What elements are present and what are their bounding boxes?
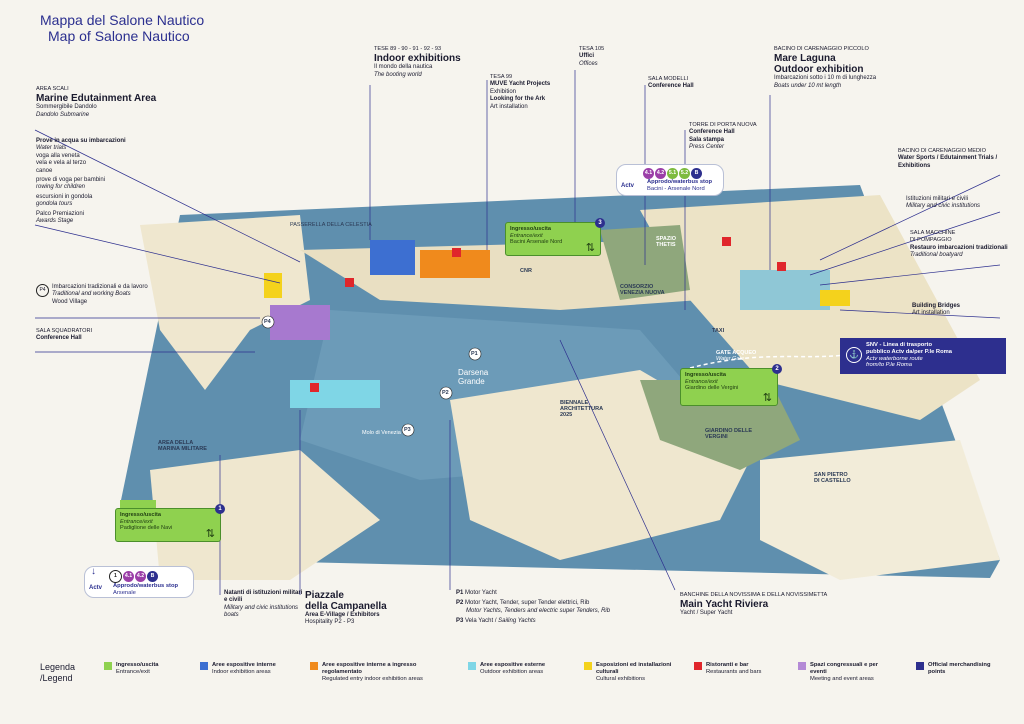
entrance-2[interactable]: 2 Ingresso/uscita Entrance/exit Giardino…	[680, 364, 782, 406]
stop-title: Approdo/waterbus stop	[113, 583, 179, 589]
stop-title: Approdo/waterbus stop	[647, 179, 713, 185]
entrance-3[interactable]: 3 Ingresso/uscita Entrance/exit Bacini A…	[505, 218, 605, 256]
label-building-bridges: Building Bridges Art installation	[912, 303, 960, 317]
building-bridges-yellow	[820, 290, 850, 306]
ferry-icon: ⚓	[846, 347, 862, 363]
marker-p2: P2	[442, 390, 449, 396]
label-area-scali: AREA SCALI Marine Edutainment Area Somme…	[36, 86, 157, 118]
snv-route-box: ⚓ SNV - Linea di trasporto pubblico Actv…	[840, 338, 1006, 374]
label-taxi: TAXI	[712, 328, 725, 334]
label-yacht-legend: P1 Motor Yacht P2 Motor Yacht, Tender, s…	[456, 590, 611, 625]
squadratori-hall	[270, 305, 330, 340]
label-passerella-celestia: PASSERELLA DELLA CELESTIA	[290, 222, 372, 228]
south-land	[150, 450, 380, 580]
bacino-outdoor-area	[740, 270, 830, 310]
marker-p3: P3	[404, 427, 411, 433]
up-down-arrows-icon: ⇅	[205, 528, 215, 541]
marker-p1: P1	[471, 351, 478, 357]
waterbus-route	[689, 354, 846, 369]
label-tesa-99: TESA 99 MUVE Yacht Projects Exhibition L…	[490, 74, 551, 110]
label-bacino-medio: BACINO DI CARENAGGIO MEDIO Water Sports …	[898, 148, 998, 169]
label-p4-traditional-boats: P4 Imbarcazioni tradizionali e da lavoro…	[36, 284, 182, 306]
campanella-outdoor-area	[290, 380, 380, 408]
label-cnr: CNR	[520, 268, 532, 274]
p4-badge: P4	[36, 284, 49, 297]
castello-land	[760, 440, 1000, 580]
label-molo: Molo di Venezia	[362, 430, 401, 436]
legend-title: Legenda/Legend	[40, 662, 76, 683]
actv-logo: Actv	[621, 183, 635, 189]
label-tesa-105: TESA 105 Uffici Offices	[579, 46, 605, 67]
up-down-arrows-icon: ⇅	[585, 242, 595, 255]
legend-item-merchandising: Official merchandising points	[916, 662, 1008, 676]
label-sala-modelli: SALA MODELLI Conference Hall	[648, 76, 694, 90]
label-main-yacht-riviera: BANCHINE DELLA NOVISSIMA E DELLA NOVISSI…	[680, 592, 828, 617]
stop-name: Bacini - Arsenale Nord	[647, 185, 705, 192]
label-torre-porta-nuova: TORRE DI PORTA NUOVA Conference Hall Sal…	[689, 122, 757, 151]
marker-p4: P4	[264, 319, 271, 325]
label-tese-89-93: TESE 89 - 90 - 91 - 92 - 93 Indoor exhib…	[374, 46, 461, 78]
page-title: Mappa del Salone Nautico Map of Salone N…	[40, 12, 204, 44]
north-yellow-block	[264, 273, 282, 298]
title-italian: Mappa del Salone Nautico	[40, 12, 205, 28]
actv-logo: Actv	[89, 585, 103, 591]
legend-item-regulated: Aree espositive interne a ingresso regol…	[310, 662, 446, 683]
tese-indoor-building	[370, 240, 415, 275]
label-natanti: Natanti di istituzioni militari e civili…	[224, 590, 303, 619]
label-sala-macchine: SALA MACCHINE DI POMPAGGIO Restauro imba…	[910, 230, 1008, 259]
down-arrow-icon: ↓	[91, 566, 96, 577]
label-sala-squadratori: SALA SQUADRATORI Conference Hall	[36, 328, 93, 342]
label-bacino-piccolo: BACINO DI CARENAGGIO PICCOLO Mare Laguna…	[774, 46, 877, 89]
title-english: Map of Salone Nautico	[48, 28, 190, 44]
p-markers	[261, 315, 482, 437]
restaurant-markers	[310, 237, 786, 392]
label-piazzale-campanella: Piazzale della Campanella Area E-Village…	[305, 590, 387, 626]
label-water-trials: Prove in acqua su imbarcazioni Water tri…	[36, 138, 126, 225]
up-down-arrows-icon: ⇅	[762, 392, 772, 405]
stop-name: Arsenale	[113, 589, 136, 596]
label-istituzioni: Istituzioni militari e civili Military a…	[906, 196, 981, 210]
entrance-1[interactable]: 1 Ingresso/uscita Entrance/exit Padiglio…	[115, 504, 225, 542]
west-land	[140, 215, 310, 390]
leader-lines	[34, 70, 1001, 595]
